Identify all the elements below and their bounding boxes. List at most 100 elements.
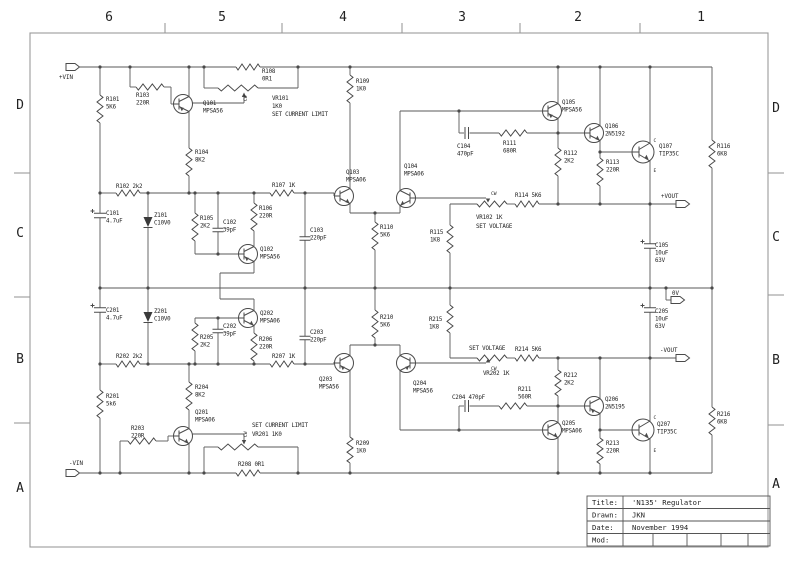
label-VR202: VR202 1K — [483, 371, 510, 377]
junction-dot — [187, 65, 191, 69]
label-R215: R215 — [429, 317, 443, 323]
label-C102: C102 — [223, 220, 236, 226]
annotation-label: C — [654, 138, 657, 144]
terminal-vin-negative-label: -VIN — [69, 461, 83, 467]
label-Q207: Q207 — [657, 422, 671, 428]
collector-lead — [399, 355, 411, 361]
electrolytic-capacitor-C105 — [640, 239, 656, 249]
collector-lead — [547, 103, 559, 109]
annotation-label: CW — [243, 431, 249, 437]
label-C104: 470pF — [457, 152, 474, 158]
grid-row-label: C — [16, 226, 24, 241]
terminal-tag-icon — [65, 63, 81, 71]
junction-dot — [187, 191, 191, 195]
label-Z201: Z201 — [154, 309, 168, 315]
resistor-R110 — [371, 221, 379, 251]
label-R204: 8K2 — [195, 393, 205, 399]
resistor-R104 — [185, 147, 193, 177]
label-VR102: SET VOLTAGE — [476, 224, 513, 230]
resistor-R216 — [708, 406, 716, 436]
electrolytic-capacitor-C101 — [90, 209, 106, 219]
label-VR101: 1K0 — [272, 104, 283, 110]
junction-dot — [216, 362, 220, 366]
transistor-Q101 — [173, 94, 193, 114]
label-Q102: Q102 — [260, 247, 273, 253]
label-Q207: TIP35C — [657, 430, 677, 436]
title-block-field-value: JKN — [632, 511, 645, 520]
label-C101: 4.7uF — [106, 219, 123, 225]
resistor-R201 — [96, 389, 104, 419]
junction-dot — [348, 65, 352, 69]
title-block: Title:'N135' RegulatorDrawn:JKNDate:Nove… — [586, 495, 771, 547]
potentiometer-VR101 — [217, 84, 259, 92]
junction-dots — [98, 65, 714, 475]
junction-dot — [457, 428, 461, 432]
label-C101: C101 — [106, 211, 120, 217]
transistor-Q107 — [631, 140, 655, 164]
label-R203: 220R — [131, 434, 145, 440]
junction-dot — [187, 362, 191, 366]
label-R104: R104 — [195, 150, 209, 156]
collector-lead — [339, 355, 351, 361]
label-C201: 4.7uF — [106, 316, 123, 322]
label-R113: R113 — [606, 160, 620, 166]
collector-lead — [178, 428, 190, 434]
resistor-R114 — [514, 200, 540, 208]
junction-dot — [648, 286, 652, 290]
capacitor-C204 — [464, 400, 469, 412]
label-R113: 220R — [606, 168, 620, 174]
title-block-field-label: Drawn: — [592, 511, 618, 520]
collector-lead — [243, 310, 255, 316]
collector-lead — [339, 188, 351, 194]
emitter-arrow-icon — [179, 106, 184, 112]
emitter-lead — [638, 432, 651, 440]
label-R103: R103 — [136, 93, 150, 99]
zener-diode-Z101 — [143, 217, 153, 228]
resistor-R115 — [446, 224, 454, 254]
label-VR201: VR201 1K0 — [252, 432, 282, 438]
label-VR201: SET CURRENT LIMIT — [252, 423, 309, 429]
resistor-R112 — [554, 147, 562, 177]
label-C102: 39pF — [223, 228, 237, 234]
junction-dot — [556, 471, 560, 475]
label-R112: 2K2 — [564, 159, 574, 165]
junction-dot — [303, 362, 307, 366]
label-R207: R207 1K — [272, 354, 296, 360]
terminal-vin-positive: +VIN — [59, 63, 81, 81]
label-R101: 5K6 — [106, 105, 117, 111]
resistor-R109 — [346, 74, 354, 104]
label-R209: R209 — [356, 441, 370, 447]
label-C205: 10uF — [655, 317, 669, 323]
resistor-R101 — [96, 94, 104, 124]
label-Q101: MPSA56 — [203, 109, 223, 115]
label-R211: R211 — [518, 387, 532, 393]
grid-row-label: B — [16, 352, 24, 367]
transistor-Q202 — [238, 308, 258, 328]
junction-dot — [146, 191, 150, 195]
collector-lead — [178, 96, 190, 102]
label-R205: 2K2 — [200, 343, 210, 349]
label-VR102: VR102 1K — [476, 215, 503, 221]
label-Q203: MPSA56 — [319, 385, 339, 391]
emitter-arrow-icon — [644, 432, 649, 438]
title-block-field-label: Title: — [592, 498, 618, 507]
label-Q107: TIP35C — [659, 152, 679, 158]
label-R109: R109 — [356, 79, 370, 85]
label-R101: R101 — [106, 97, 120, 103]
label-R206: 220R — [259, 345, 273, 351]
junction-dot — [598, 150, 602, 154]
annotation-label: C — [654, 415, 657, 421]
capacitor-C103 — [299, 236, 311, 241]
label-C205: C205 — [655, 309, 669, 315]
label-R111: 680R — [503, 149, 517, 155]
label-R108: R108 — [262, 69, 276, 75]
junction-dot — [598, 202, 602, 206]
label-R203: R203 — [131, 426, 145, 432]
label-C201: C201 — [106, 308, 120, 314]
label-R212: 2K2 — [564, 381, 574, 387]
capacitor-C102 — [212, 227, 224, 233]
transistor-Q105 — [542, 101, 562, 121]
terminal-tag-icon — [670, 296, 686, 304]
annotation-label: CW — [491, 191, 497, 197]
label-Q104: MPSA06 — [404, 172, 424, 178]
